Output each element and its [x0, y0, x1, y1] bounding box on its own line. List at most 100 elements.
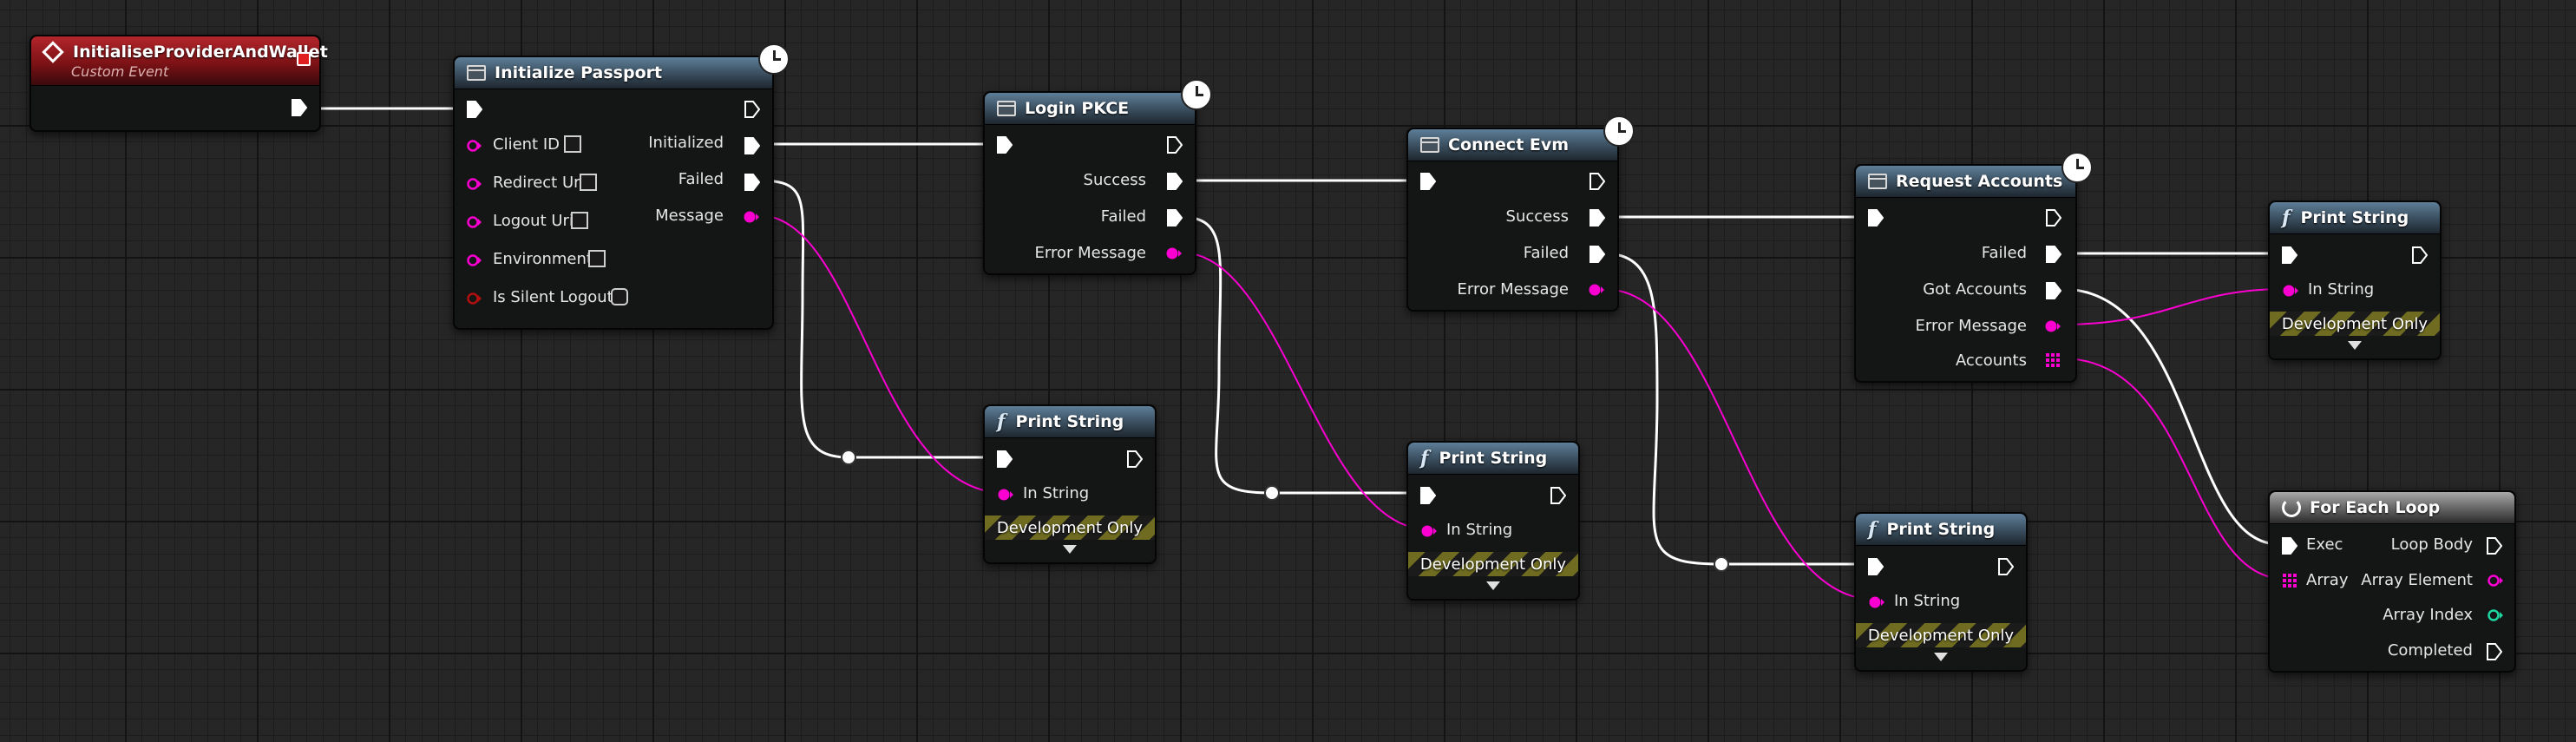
redirect-uri-field[interactable]	[580, 174, 597, 191]
exec-output-pin[interactable]	[1590, 246, 1605, 263]
exec-input-pin[interactable]	[997, 136, 1013, 154]
print-string-node[interactable]: f Print String In String Development Onl…	[983, 404, 1157, 564]
string-pin-icon[interactable]	[1868, 595, 1884, 609]
pin-label-array-index: Array Index	[2383, 606, 2473, 624]
for-each-loop-node[interactable]: For Each Loop Exec Array Loop Body Array…	[2268, 490, 2516, 673]
pin-label-success: Success	[1083, 171, 1146, 189]
string-pin-icon[interactable]	[1420, 524, 1437, 538]
string-pin-icon[interactable]	[467, 139, 482, 153]
string-wire-init-message	[757, 214, 1006, 494]
pin-label-loop-body: Loop Body	[2390, 535, 2473, 554]
exec-output-pin[interactable]	[2046, 282, 2061, 299]
int-pin-icon[interactable]	[2487, 608, 2503, 622]
pin-label-initialized: Initialized	[648, 134, 724, 152]
string-wire-login-error	[1180, 252, 1429, 530]
request-accounts-node[interactable]: Request Accounts Failed Got Accounts Err…	[1854, 152, 2093, 383]
print-string-node[interactable]: f Print String In String Development Onl…	[1406, 441, 1580, 601]
node-title: Initialize Passport	[495, 63, 663, 82]
logout-uri-field[interactable]	[571, 212, 588, 229]
expand-caret-icon[interactable]	[1934, 653, 1948, 661]
reroute-knot[interactable]	[841, 450, 856, 465]
exec-output-pin[interactable]	[2046, 246, 2061, 263]
function-icon: f	[1868, 518, 1877, 541]
exec-input-pin[interactable]	[1868, 209, 1884, 227]
exec-output-pin[interactable]	[1167, 209, 1183, 227]
exec-wire-got-accounts-to-loop	[2060, 287, 2280, 546]
reroute-knot[interactable]	[1264, 485, 1280, 501]
print-string-node[interactable]: f Print String In String Development Onl…	[1854, 512, 2028, 672]
exec-output-pin[interactable]	[1590, 209, 1605, 227]
pin-label-error-message: Error Message	[1915, 317, 2028, 335]
delegate-pin-icon[interactable]	[297, 52, 311, 66]
exec-input-pin[interactable]	[1420, 173, 1436, 190]
node-title: Print String	[2300, 208, 2409, 227]
bool-pin-icon[interactable]	[467, 292, 482, 305]
node-header: f Print String	[1856, 514, 2026, 546]
string-pin-icon[interactable]	[997, 488, 1013, 502]
exec-output-pin[interactable]	[744, 101, 760, 118]
node-header: f Print String	[985, 406, 1155, 438]
node-header: f Print String	[2270, 202, 2440, 234]
pin-label-failed: Failed	[1523, 244, 1569, 262]
exec-output-pin[interactable]	[2412, 246, 2428, 264]
enum-pin-icon[interactable]	[467, 253, 482, 267]
reroute-knot[interactable]	[1714, 556, 1729, 572]
string-pin-icon[interactable]	[467, 177, 482, 191]
environment-field[interactable]	[588, 250, 606, 267]
exec-output-pin[interactable]	[2046, 209, 2061, 227]
initialize-passport-node[interactable]: Initialize Passport Client ID Redirect U…	[453, 43, 790, 330]
custom-event-node[interactable]: InitialiseProviderAndWallet Custom Event	[29, 35, 328, 132]
pin-label-in-string: In String	[1894, 592, 1961, 610]
exec-output-pin[interactable]	[1167, 136, 1183, 154]
node-title: Print String	[1439, 449, 1548, 468]
exec-output-pin[interactable]	[744, 174, 760, 191]
node-title: Connect Evm	[1448, 135, 1570, 154]
expand-caret-icon[interactable]	[1063, 545, 1077, 554]
login-pkce-node[interactable]: Login PKCE Success Failed Error Message	[983, 79, 1212, 275]
exec-input-pin[interactable]	[1420, 487, 1436, 504]
expand-caret-icon[interactable]	[1486, 581, 1500, 590]
string-pin-icon[interactable]	[1165, 246, 1182, 260]
node-subtitle: Custom Event	[71, 62, 169, 80]
string-pin-icon[interactable]	[1588, 283, 1604, 297]
exec-output-pin[interactable]	[1998, 558, 2014, 575]
string-pin-icon[interactable]	[467, 215, 482, 229]
exec-input-pin[interactable]	[2282, 537, 2297, 555]
node-title: InitialiseProviderAndWallet	[73, 42, 328, 62]
exec-input-pin[interactable]	[997, 450, 1013, 468]
dev-only-label: Development Only	[996, 518, 1144, 537]
client-id-field[interactable]	[564, 135, 581, 153]
exec-output-pin[interactable]	[292, 99, 307, 116]
function-icon: f	[2282, 207, 2291, 229]
function-call-icon	[1420, 137, 1439, 153]
array-pin-icon[interactable]	[2045, 352, 2061, 367]
string-pin-icon[interactable]	[743, 210, 759, 224]
latent-clock-icon	[1603, 115, 1635, 147]
exec-wire-connect-failed-to-print3	[1602, 252, 1871, 566]
is-silent-logout-checkbox[interactable]	[611, 288, 628, 305]
exec-input-pin[interactable]	[1868, 558, 1884, 575]
pin-label-got-accounts: Got Accounts	[1923, 280, 2027, 299]
exec-output-pin[interactable]	[2487, 643, 2502, 660]
expand-caret-icon[interactable]	[2348, 341, 2362, 350]
pin-label-failed: Failed	[678, 170, 724, 188]
connect-evm-node[interactable]: Connect Evm Success Failed Error Message	[1406, 115, 1635, 312]
string-pin-icon[interactable]	[2044, 319, 2061, 333]
print-string-node[interactable]: f Print String In String Development Onl…	[2268, 200, 2442, 360]
pin-label-in-string: In String	[2308, 280, 2375, 299]
array-pin-icon[interactable]	[2282, 573, 2297, 588]
node-title: Request Accounts	[1896, 172, 2063, 191]
string-pin-icon[interactable]	[2282, 284, 2298, 298]
exec-output-pin[interactable]	[744, 137, 760, 154]
wildcard-pin-icon[interactable]	[2487, 574, 2503, 588]
exec-input-pin[interactable]	[2282, 246, 2297, 264]
pin-label-error-message: Error Message	[1457, 280, 1570, 299]
exec-output-pin[interactable]	[1167, 173, 1183, 190]
exec-output-pin[interactable]	[1550, 487, 1566, 504]
exec-output-pin[interactable]	[1127, 450, 1143, 468]
exec-output-pin[interactable]	[2487, 537, 2502, 555]
pin-label-exec: Exec	[2306, 535, 2343, 554]
exec-input-pin[interactable]	[467, 101, 482, 118]
pin-label-failed: Failed	[1981, 244, 2027, 262]
exec-output-pin[interactable]	[1590, 173, 1605, 190]
